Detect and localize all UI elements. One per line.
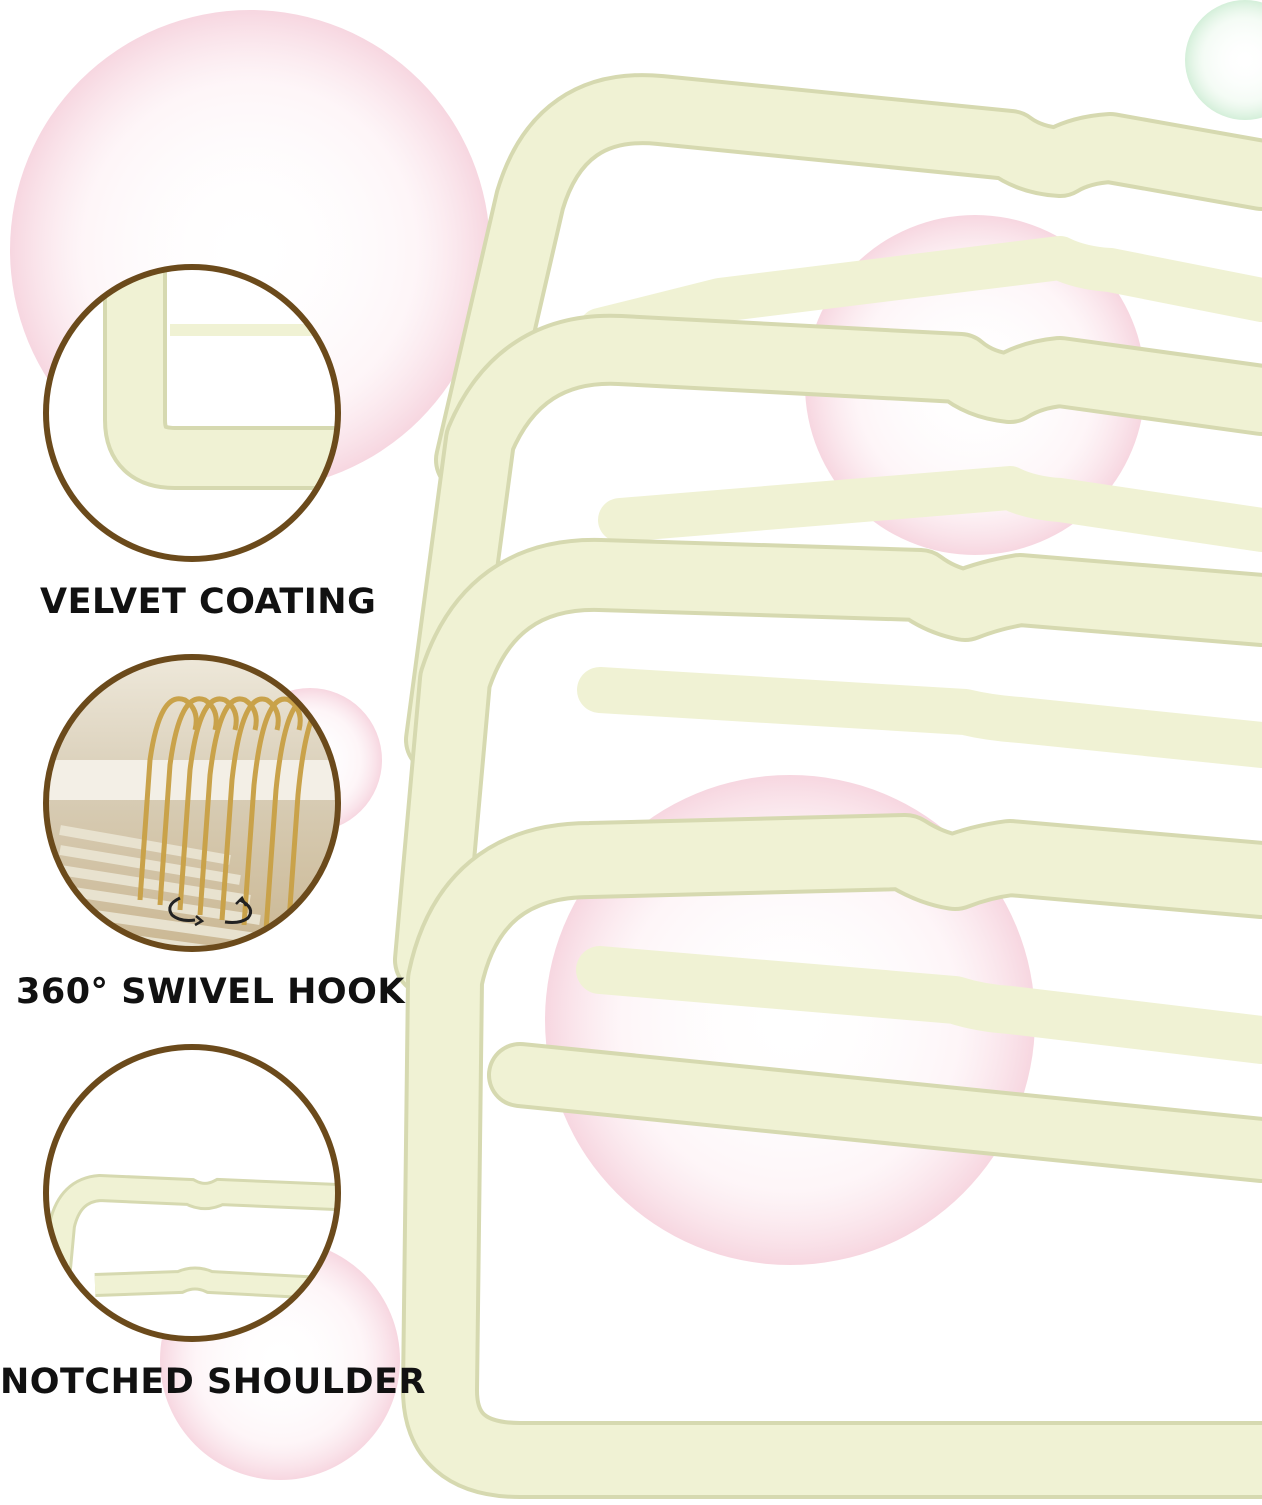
hanger [401,813,1262,1499]
hanger [393,537,1262,997]
feature-ring [43,1044,341,1342]
velvet-hangers [393,73,1262,1499]
feature-label-swivel-hook: 360° SWIVEL HOOK [16,972,405,1012]
notched-shoulder-circle [43,1044,341,1342]
feature-ring [43,654,341,952]
rotation-arrows-icon [168,895,253,927]
bubble-decoration [1185,0,1262,120]
hanger [404,313,1262,776]
feature-label-velvet-coating: VELVET COATING [40,582,377,622]
feature-label-notched-shoulder: NOTCHED SHOULDER [0,1362,426,1402]
feature-ring [43,264,341,562]
velvet-coating-circle [43,264,341,562]
